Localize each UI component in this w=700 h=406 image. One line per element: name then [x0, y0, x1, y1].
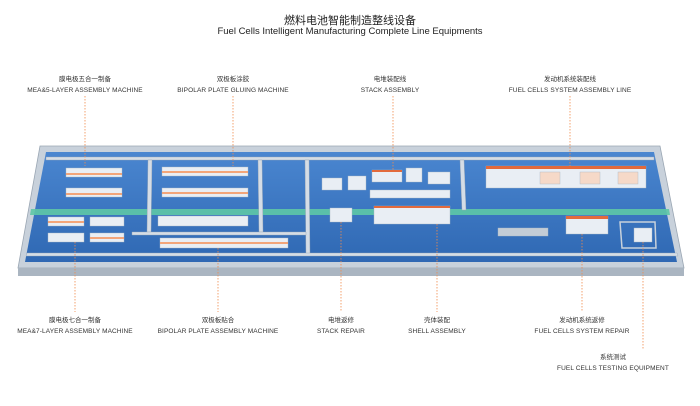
label-testing: 系统测试 FUEL CELLS TESTING EQUIPMENT	[528, 352, 698, 374]
mea5-machines	[65, 167, 123, 198]
label-system-en: FUEL CELLS SYSTEM ASSEMBLY LINE	[508, 87, 632, 94]
label-system-cn: 发动机系统装配线	[544, 76, 596, 83]
label-stack-cn: 电堆装配线	[373, 76, 407, 83]
leader-lines	[74, 96, 644, 350]
system-assembly-machines	[485, 165, 653, 243]
label-bpassembly-cn: 双极板贴合	[201, 317, 235, 324]
label-sysrepair-cn: 发动机系统返修	[559, 317, 605, 324]
label-bpassembly-en: BIPOLAR PLATE ASSEMBLY MACHINE	[157, 328, 279, 335]
title-chinese: 燃料电池智能制造整线设备	[284, 15, 416, 27]
label-shell: 壳体装配 SHELL ASSEMBLY	[352, 315, 522, 337]
label-gluing: 双极板涂胶 BIPOLAR PLATE GLUING MACHINE	[148, 74, 318, 96]
label-mea5-en: MEA&5-LAYER ASSEMBLY MACHINE	[27, 87, 143, 94]
bp-assembly-machines	[159, 237, 289, 249]
label-testing-en: FUEL CELLS TESTING EQUIPMENT	[557, 365, 669, 372]
title-english: Fuel Cells Intelligent Manufacturing Com…	[217, 26, 483, 37]
label-repair: 电堆返修 STACK REPAIR	[256, 315, 426, 337]
label-gluing-en: BIPOLAR PLATE GLUING MACHINE	[177, 87, 289, 94]
label-gluing-cn: 双极板涂胶	[216, 76, 250, 83]
label-repair-en: STACK REPAIR	[317, 328, 365, 335]
label-system: 发动机系统装配线 FUEL CELLS SYSTEM ASSEMBLY LINE	[485, 74, 655, 96]
label-mea5-cn: 膜电极五合一制备	[59, 76, 111, 83]
label-testing-cn: 系统测试	[600, 354, 626, 361]
stack-assembly-machines	[321, 167, 451, 225]
label-shell-cn: 壳体装配	[424, 317, 450, 324]
label-shell-en: SHELL ASSEMBLY	[408, 328, 466, 335]
label-mea7: 膜电极七合一制备 MEA&7-LAYER ASSEMBLY MACHINE	[0, 315, 160, 337]
building-front-face	[18, 268, 684, 276]
label-bpassembly: 双极板贴合 BIPOLAR PLATE ASSEMBLY MACHINE	[133, 315, 303, 337]
gluing-machines	[157, 166, 249, 227]
label-sysrepair-en: FUEL CELLS SYSTEM REPAIR	[534, 328, 630, 335]
label-mea5: 膜电极五合一制备 MEA&5-LAYER ASSEMBLY MACHINE	[0, 74, 170, 96]
label-stack: 电堆装配线 STACK ASSEMBLY	[305, 74, 475, 96]
room-walls	[25, 156, 679, 257]
label-mea7-cn: 膜电极七合一制备	[49, 317, 101, 324]
label-sysrepair: 发动机系统返修 FUEL CELLS SYSTEM REPAIR	[497, 315, 667, 337]
label-mea7-en: MEA&7-LAYER ASSEMBLY MACHINE	[17, 328, 133, 335]
label-repair-cn: 电堆返修	[328, 317, 354, 324]
label-stack-en: STACK ASSEMBLY	[360, 87, 420, 94]
mea7-machines	[47, 216, 125, 243]
